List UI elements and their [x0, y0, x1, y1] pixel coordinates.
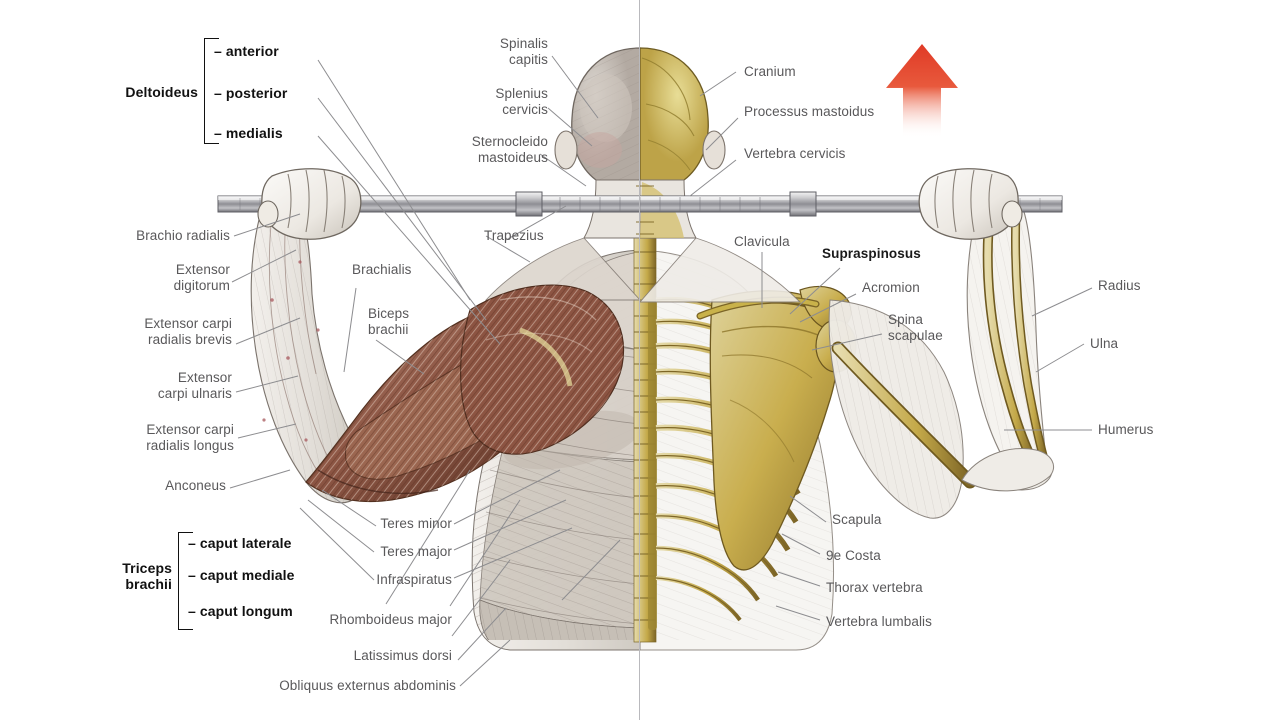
label-supraspinosus: Supraspinosus [822, 246, 921, 261]
midline-axis [639, 0, 640, 720]
label-extensor-carpi-radialis-longus: Extensor carpi radialis longus [146, 422, 234, 453]
label-processus-mastoidus: Processus mastoidus [744, 104, 875, 119]
right-fist [918, 168, 1023, 240]
group-label-triceps-brachii: Triceps brachii [122, 560, 172, 592]
label-vertebra-lumbalis: Vertebra lumbalis [826, 614, 933, 629]
label-obliquus-externus-abdominis: Obliquus externus abdominis [279, 678, 456, 693]
label-scapula: Scapula [832, 512, 882, 527]
label-brachialis: Brachialis [352, 262, 412, 277]
triceps-bracket [178, 532, 193, 630]
label-sternocleido-mastoideus: Sternocleido mastoideus [471, 134, 548, 165]
label-spina-scapulae: Spina scapulae [888, 312, 943, 343]
label-radius: Radius [1098, 278, 1141, 293]
label-cranium: Cranium [744, 64, 796, 79]
label-acromion: Acromion [862, 280, 920, 295]
label-thorax-vertebra: Thorax vertebra [826, 580, 923, 595]
label-vertebra-cervicis: Vertebra cervicis [744, 146, 846, 161]
label-9e-costa: 9e Costa [826, 548, 881, 563]
label-teres-minor: Teres minor [380, 516, 452, 531]
label-spinalis-capitis: Spinalis capitis [499, 36, 548, 67]
triceps-item-caput-laterale: – caput laterale [188, 535, 292, 551]
label-rhomboideus-major: Rhomboideus major [329, 612, 452, 627]
label-anconeus: Anconeus [165, 478, 226, 493]
label-humerus: Humerus [1098, 422, 1154, 437]
label-latissimus-dorsi: Latissimus dorsi [353, 648, 452, 663]
triceps-item-caput-mediale: – caput mediale [188, 567, 295, 583]
deltoideus-item-anterior: – anterior [214, 43, 279, 59]
label-extensor-carpi-ulnaris: Extensor carpi ulnaris [157, 370, 232, 401]
direction-arrow-up [886, 44, 958, 138]
humerus [831, 341, 977, 489]
label-splenius-cervicis: Splenius cervicis [495, 86, 548, 117]
label-ulna: Ulna [1090, 336, 1119, 351]
label-trapezius: Trapezius [484, 228, 544, 243]
label-teres-major: Teres major [380, 544, 452, 559]
label-infraspiratus: Infraspiratus [376, 572, 452, 587]
label-clavicula: Clavicula [734, 234, 790, 249]
label-brachio-radialis: Brachio radialis [136, 228, 230, 243]
triceps-item-caput-longum: – caput longum [188, 603, 293, 619]
group-label-deltoideus: Deltoideus [125, 84, 198, 100]
deltoideus-item-medialis: – medialis [214, 125, 283, 141]
deltoideus-item-posterior: – posterior [214, 85, 288, 101]
deltoideus-bracket [204, 38, 219, 144]
label-extensor-digitorum: Extensor digitorum [173, 262, 230, 293]
right-arm-skeleton [961, 205, 1054, 492]
label-extensor-carpi-radialis-brevis: Extensor carpi radialis brevis [144, 316, 232, 347]
label-biceps-brachii: Biceps brachii [368, 306, 410, 337]
